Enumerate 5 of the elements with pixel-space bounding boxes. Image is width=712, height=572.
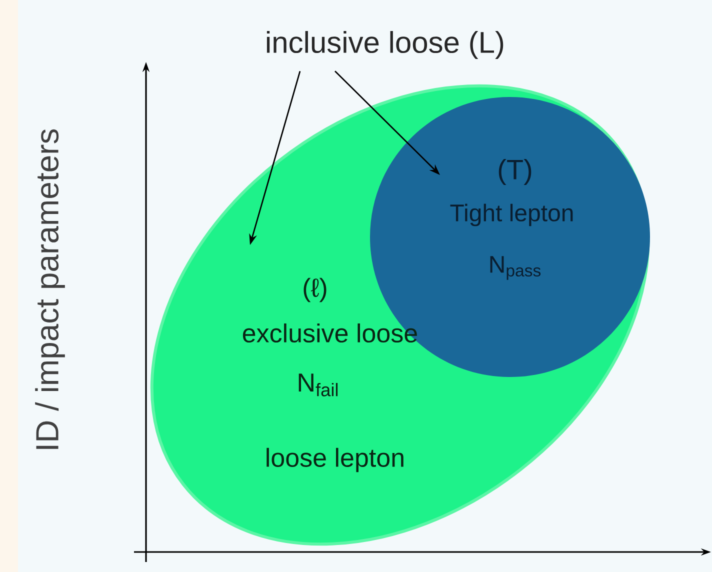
node-label: (ℓ) [304,278,326,302]
annotation-text: inclusive loose (L) [266,31,504,59]
axis-label: ID / impact parameters [35,129,65,449]
node-label: loose lepton [266,448,404,472]
node-label: N$_{fail}$ [298,374,338,396]
